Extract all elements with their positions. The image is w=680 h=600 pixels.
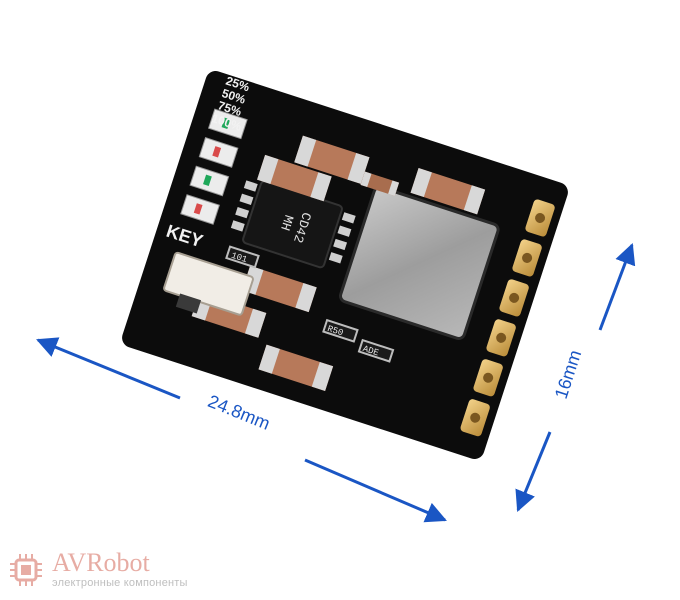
resistor-mark-r50: R50 xyxy=(326,324,345,339)
length-arrow-left xyxy=(36,337,181,400)
resistor-mark-ade: ADE xyxy=(361,344,380,359)
length-label: 24.8mm xyxy=(205,391,273,434)
brand-tagline: электронные компоненты xyxy=(52,577,188,589)
pcb-board: MH CD42 xyxy=(122,70,568,460)
resistor-mark-101: 101 xyxy=(230,251,249,266)
ic-chip: MH CD42 xyxy=(230,180,356,269)
width-label: 16mm xyxy=(551,347,585,401)
width-arrow-bottom xyxy=(515,431,552,512)
castellated-pads xyxy=(460,199,555,437)
chip-logo-icon xyxy=(10,553,42,586)
length-arrow-right xyxy=(304,458,447,523)
width-arrow-top xyxy=(598,243,636,331)
brand-name: AVRobot xyxy=(52,548,150,577)
pcb-substrate xyxy=(122,70,568,460)
inductor-shield xyxy=(339,185,500,340)
brand-watermark: AVRobot электронные компоненты xyxy=(8,550,188,589)
chip-marking-1: MH xyxy=(277,213,296,232)
charge-leds xyxy=(180,108,248,225)
tactile-switch xyxy=(163,251,254,316)
